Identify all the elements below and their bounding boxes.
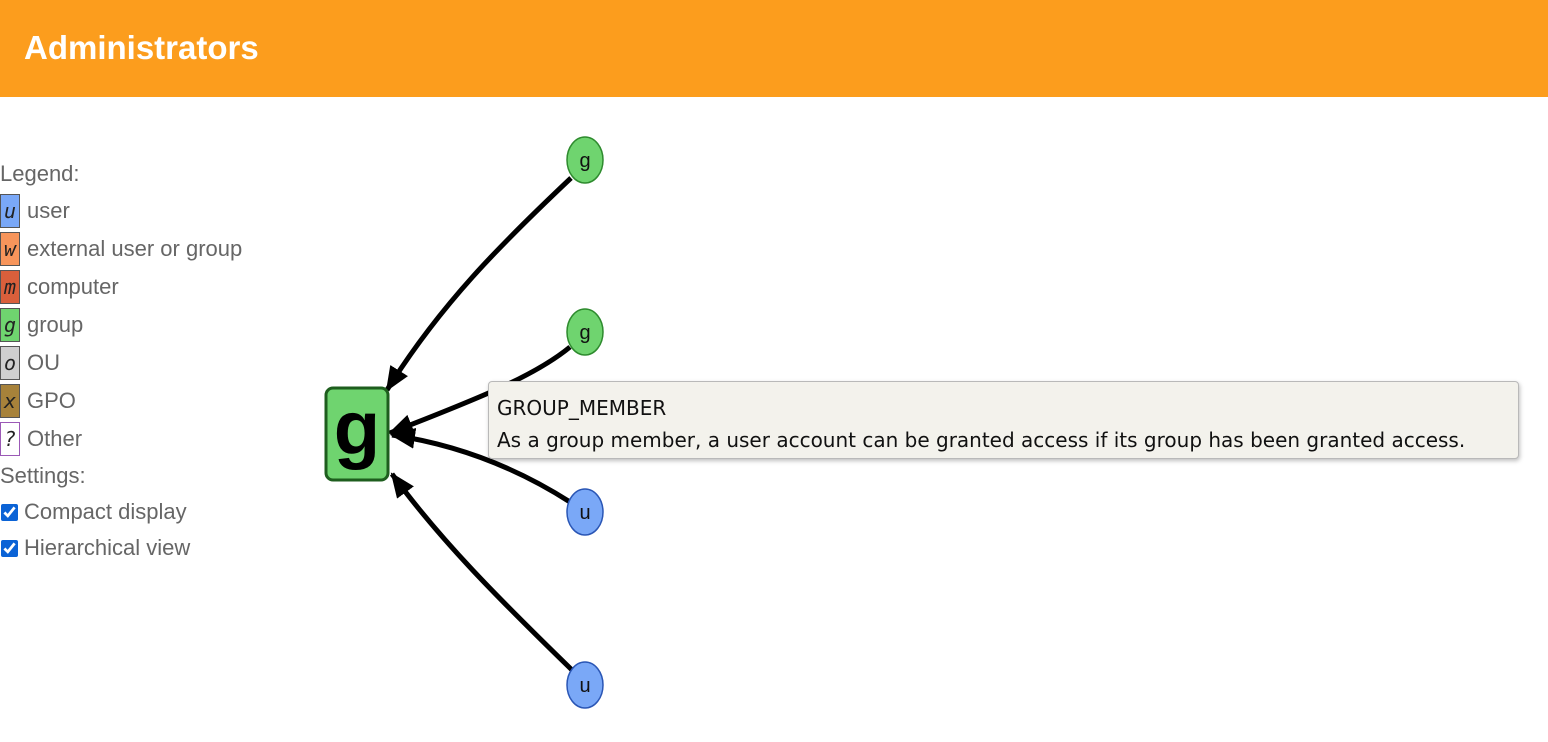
user-node[interactable]: u xyxy=(566,661,604,709)
membership-edge[interactable] xyxy=(389,472,574,672)
legend-item: x GPO xyxy=(0,382,280,420)
legend-title: Legend: xyxy=(0,161,80,186)
legend-swatch: m xyxy=(0,270,20,304)
node-label: u xyxy=(579,675,590,697)
compact-display-setting[interactable]: Compact display xyxy=(0,494,280,530)
legend-item: m computer xyxy=(0,268,280,306)
legend-swatch: g xyxy=(0,308,20,342)
legend-swatch: o xyxy=(0,346,20,380)
legend-label: OU xyxy=(27,350,60,375)
user-node[interactable]: u xyxy=(566,488,604,536)
hierarchical-view-checkbox[interactable] xyxy=(1,539,18,557)
central-group-node[interactable]: g xyxy=(324,386,390,482)
legend-item: ? Other xyxy=(0,420,280,458)
page-title: Administrators xyxy=(24,29,259,66)
tooltip-description: As a group member, a user account can be… xyxy=(497,428,1466,452)
edge-tooltip: GROUP_MEMBER As a group member, a user a… xyxy=(488,381,1519,459)
legend-label: Other xyxy=(27,426,83,451)
membership-edge[interactable] xyxy=(384,176,573,392)
legend-label: user xyxy=(27,198,70,223)
compact-display-checkbox[interactable] xyxy=(1,503,18,521)
legend-label: group xyxy=(27,312,84,337)
settings-title: Settings: xyxy=(0,463,86,488)
legend-label: computer xyxy=(27,274,119,299)
membership-edge[interactable] xyxy=(389,428,572,505)
central-node-label: g xyxy=(334,386,380,471)
compact-display-label[interactable]: Compact display xyxy=(24,499,187,524)
legend-swatch: ? xyxy=(0,422,20,456)
legend-label: GPO xyxy=(27,388,76,413)
tooltip-title: GROUP_MEMBER xyxy=(497,396,667,420)
legend-item: o OU xyxy=(0,344,280,382)
node-label: g xyxy=(579,322,590,344)
hierarchical-view-label[interactable]: Hierarchical view xyxy=(24,535,191,560)
legend-swatch: u xyxy=(0,194,20,228)
hierarchical-view-setting[interactable]: Hierarchical view xyxy=(0,530,280,566)
group-node[interactable]: g xyxy=(566,136,604,184)
graph-canvas[interactable]: g g g u u xyxy=(0,97,1548,742)
legend-item: w external user or group xyxy=(0,230,280,268)
page-header: Administrators xyxy=(0,0,1548,97)
legend-label: external user or group xyxy=(27,236,243,261)
legend-swatch: w xyxy=(0,232,20,266)
group-node[interactable]: g xyxy=(566,308,604,356)
node-label: g xyxy=(579,150,590,172)
legend-swatch: x xyxy=(0,384,20,418)
node-label: u xyxy=(579,502,590,524)
